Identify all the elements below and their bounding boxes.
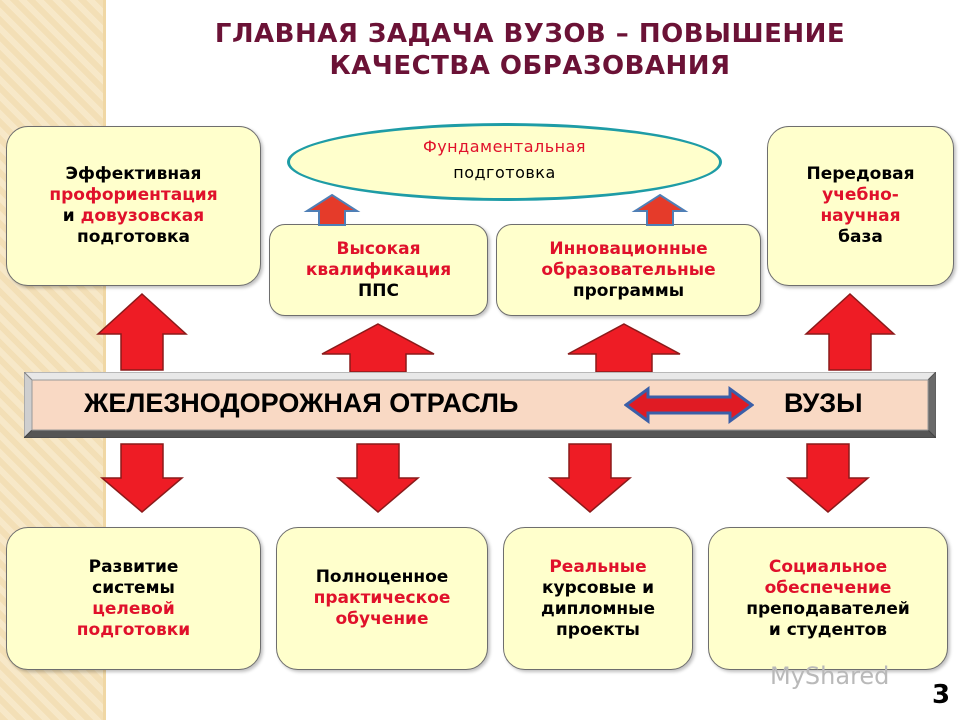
box-text: образовательные xyxy=(541,259,716,280)
slide-title: ГЛАВНАЯ ЗАДАЧА ВУЗОВ – ПОВЫШЕНИЕ КАЧЕСТВ… xyxy=(150,18,910,82)
watermark: MyShared xyxy=(770,662,890,690)
title-line-2: КАЧЕСТВА ОБРАЗОВАНИЯ xyxy=(329,51,731,81)
box-targeted-training: Развитие системы целевой подготовки xyxy=(6,527,261,670)
box-text: обучение xyxy=(335,609,429,629)
box-practical-training: Полноценное практическое обучение xyxy=(276,527,488,670)
box-text: программы xyxy=(572,280,685,301)
box-text: и xyxy=(62,206,81,226)
up-arrow-icon xyxy=(567,323,681,373)
box-text: база xyxy=(838,227,883,247)
box-social-support: Социальное обеспечение преподавателей и … xyxy=(708,527,948,670)
box-text-row: и довузовская xyxy=(49,206,217,227)
down-arrow-icon xyxy=(785,443,871,513)
box-text: ППС xyxy=(358,280,399,301)
box-text: Полноценное xyxy=(315,567,449,587)
box-text: и студентов xyxy=(768,619,888,640)
industry-label: ЖЕЛЕЗНОДОРОЖНАЯ ОТРАСЛЬ xyxy=(84,388,519,418)
title-line-1: ГЛАВНАЯ ЗАДАЧА ВУЗОВ – ПОВЫШЕНИЕ xyxy=(214,19,846,49)
down-arrow-icon xyxy=(99,443,185,513)
box-staff-qualification: Высокая квалификация ППС xyxy=(269,224,488,316)
bar-frame xyxy=(24,372,936,438)
box-text: Социальное xyxy=(768,556,888,577)
box-text: Эффективная xyxy=(65,164,202,184)
box-research-base: Передовая учебно- научная база xyxy=(767,126,954,286)
box-text: подготовка xyxy=(76,227,190,247)
box-text: довузовская xyxy=(80,206,205,226)
fundamental-training-ellipse: Фундаментальная подготовка xyxy=(287,123,722,201)
box-text: Передовая xyxy=(806,164,915,184)
ellipse-line-2: подготовка xyxy=(453,163,556,182)
double-arrow-icon xyxy=(624,386,754,424)
ellipse-line-1: Фундаментальная xyxy=(422,137,587,156)
universities-label: ВУЗЫ xyxy=(784,388,863,418)
box-text: практическое xyxy=(313,588,451,608)
box-text: преподавателей xyxy=(746,598,910,619)
box-text: Инновационные xyxy=(549,238,708,259)
box-text: подготовки xyxy=(76,619,191,640)
box-text: Развитие xyxy=(88,556,179,577)
box-text: курсовые и xyxy=(541,577,655,598)
box-text: научная xyxy=(820,206,901,226)
up-arrow-icon xyxy=(96,292,188,371)
box-text: квалификация xyxy=(305,259,452,280)
box-text: системы xyxy=(92,577,175,598)
page-number: 3 xyxy=(932,680,951,710)
box-text: профориентация xyxy=(49,185,218,205)
industry-university-bar: ЖЕЛЕЗНОДОРОЖНАЯ ОТРАСЛЬ ВУЗЫ xyxy=(24,372,936,438)
side-strip-edge xyxy=(103,0,106,720)
box-text: обеспечение xyxy=(764,577,892,598)
box-text: дипломные xyxy=(540,598,656,619)
box-text: целевой xyxy=(92,598,175,619)
up-arrow-icon xyxy=(804,292,896,371)
box-text: Реальные xyxy=(549,556,647,577)
down-arrow-icon xyxy=(335,443,421,513)
up-arrow-icon xyxy=(303,193,361,226)
up-arrow-icon xyxy=(321,323,435,373)
up-arrow-icon xyxy=(631,193,689,226)
box-innovative-programs: Инновационные образовательные программы xyxy=(496,224,761,316)
box-text: проекты xyxy=(556,619,640,640)
box-career-guidance: Эффективная профориентация и довузовская… xyxy=(6,126,261,286)
box-text: Высокая xyxy=(336,238,421,259)
box-real-projects: Реальные курсовые и дипломные проекты xyxy=(503,527,693,670)
down-arrow-icon xyxy=(547,443,633,513)
box-text: учебно- xyxy=(822,185,899,205)
